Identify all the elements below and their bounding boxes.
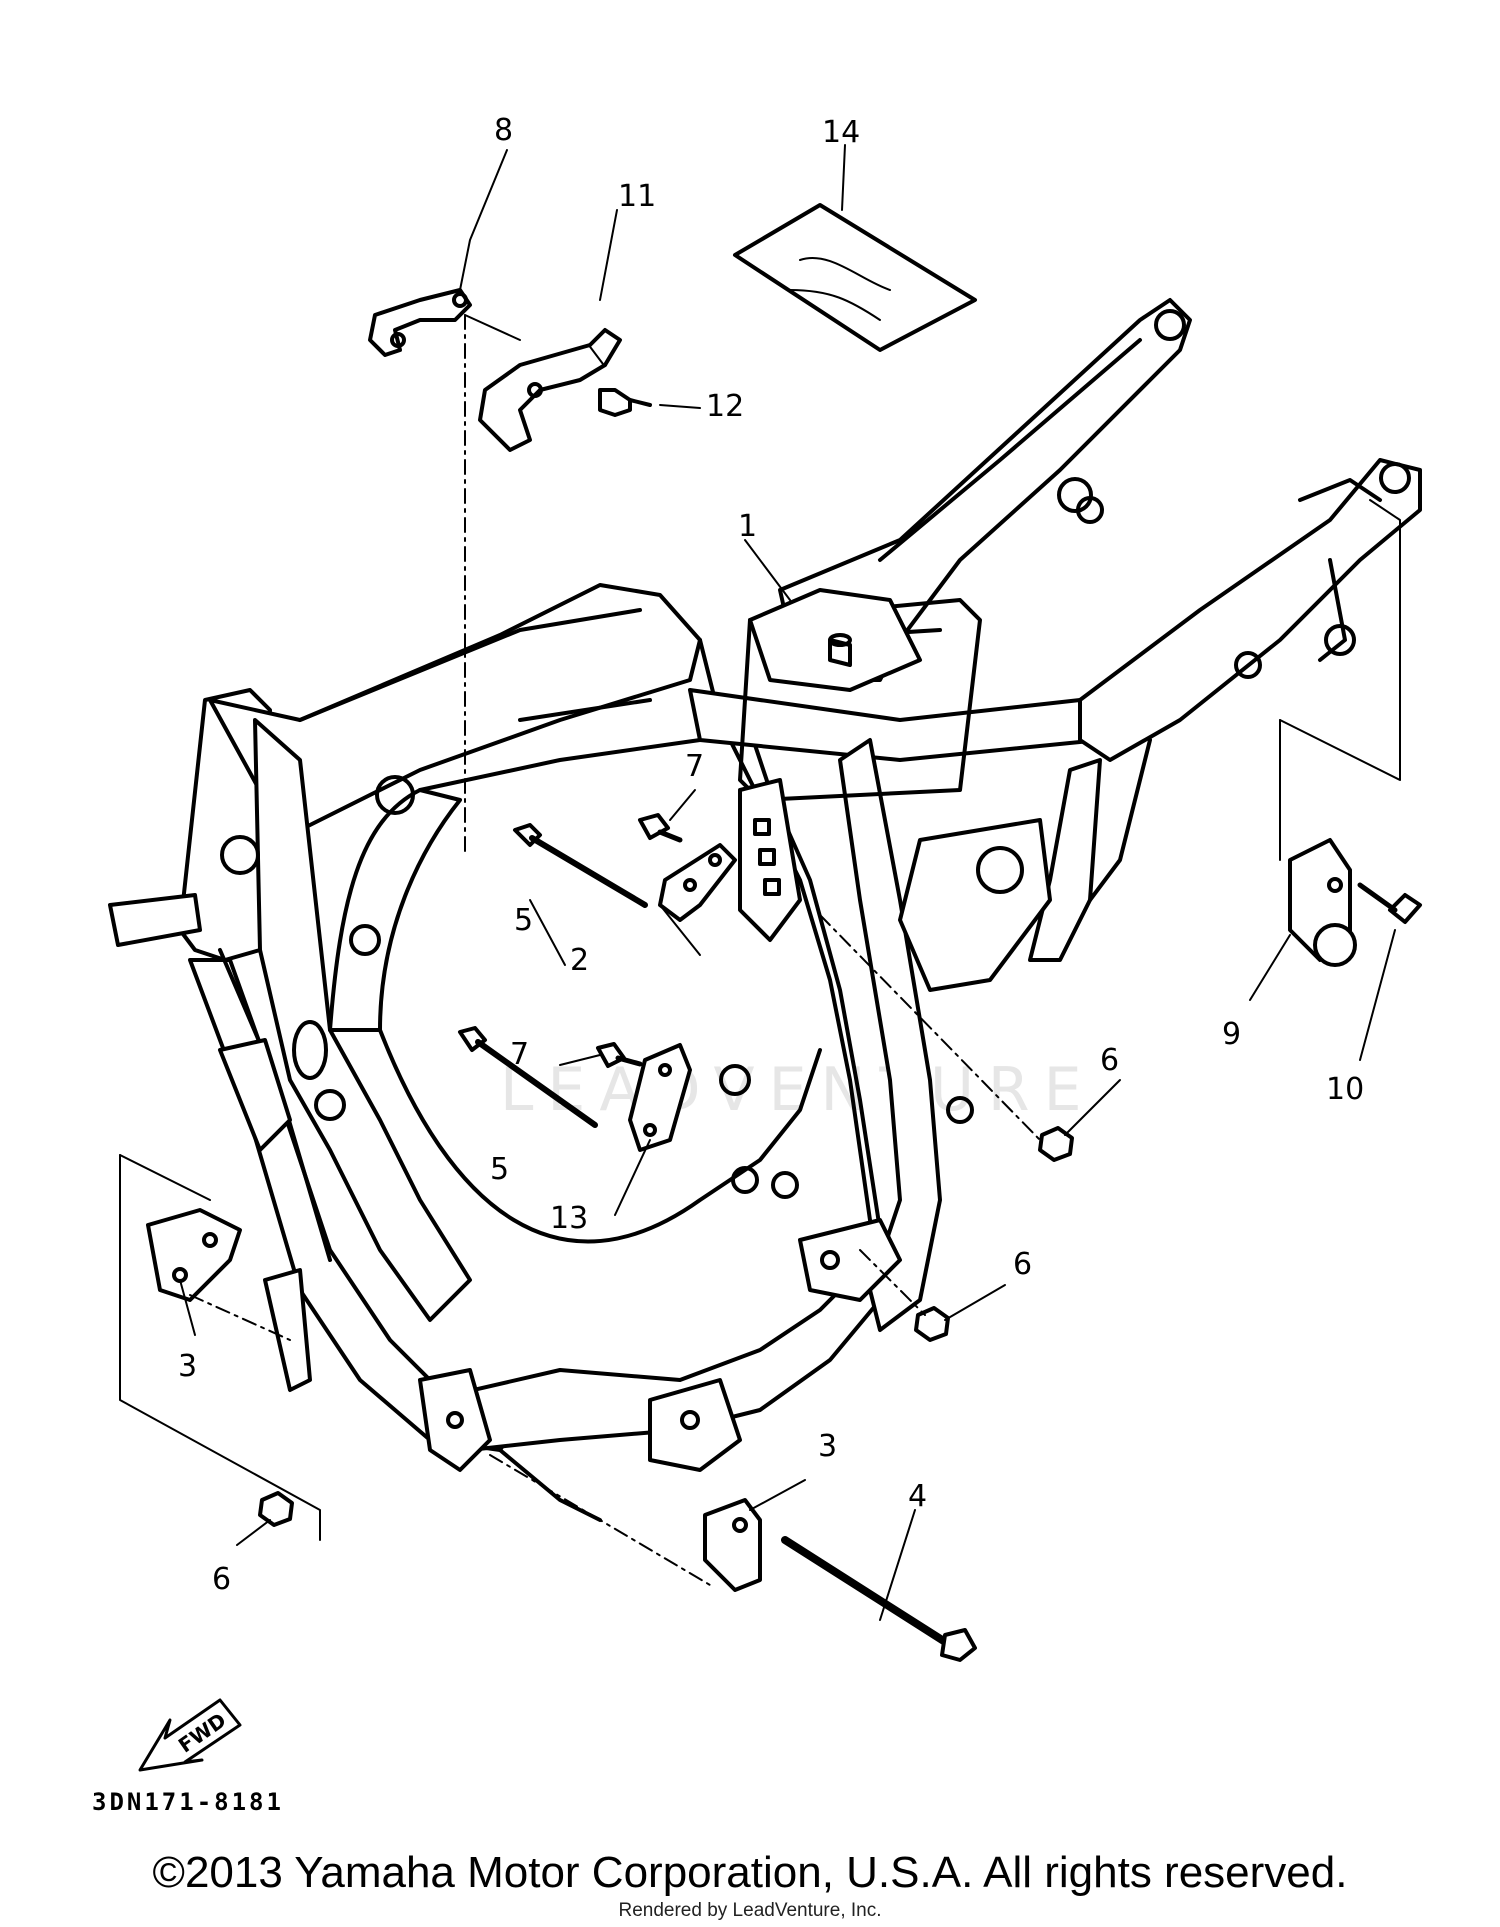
plate-13[interactable] [628, 1043, 692, 1152]
part-label-9: 9 [1222, 1017, 1242, 1052]
part-label-5a: 5 [514, 903, 534, 938]
fwd-arrow-icon: FWD [138, 1698, 242, 1772]
watermark: LEADVENTURE [500, 1055, 1096, 1125]
part-label-1: 1 [738, 509, 758, 544]
bracket-3-left[interactable] [146, 1208, 242, 1302]
leader-lines [119, 144, 1401, 1621]
main-frame[interactable] [108, 298, 1422, 1522]
part-label-3a: 3 [178, 1349, 198, 1384]
bracket-8[interactable] [368, 288, 472, 357]
part-label-10: 10 [1326, 1072, 1365, 1107]
part-label-11: 11 [618, 179, 657, 214]
diagram-code: 3DN171-8181 [92, 1788, 284, 1816]
bolt-10[interactable] [1357, 882, 1422, 924]
pad-14[interactable] [733, 203, 977, 352]
rendered-by-notice: Rendered by LeadVenture, Inc. [618, 1900, 882, 1921]
part-label-7b: 7 [510, 1037, 530, 1072]
part-label-6a: 6 [1100, 1043, 1120, 1078]
part-label-7a: 7 [685, 749, 705, 784]
bolt-7-upper[interactable] [638, 813, 683, 843]
bolt-7-lower[interactable] [596, 1042, 643, 1068]
plate-2[interactable] [658, 843, 737, 922]
part-label-8: 8 [494, 113, 514, 148]
part-label-2: 2 [570, 943, 590, 978]
part-label-5b: 5 [490, 1152, 510, 1187]
nut-6-left[interactable] [258, 1491, 294, 1527]
bracket-9[interactable] [1288, 838, 1357, 967]
bolt-5-upper[interactable] [513, 823, 648, 908]
part-label-3b: 3 [818, 1429, 838, 1464]
part-label-6c: 6 [212, 1562, 232, 1597]
part-label-14: 14 [822, 115, 861, 150]
part-label-12: 12 [706, 389, 745, 424]
copyright-notice: ©2013 Yamaha Motor Corporation, U.S.A. A… [152, 1848, 1348, 1897]
part-label-13: 13 [550, 1201, 589, 1236]
nut-6-right-lower[interactable] [914, 1306, 950, 1342]
bracket-11[interactable] [478, 328, 622, 452]
bolt-12[interactable] [598, 388, 652, 417]
part-label-6b: 6 [1013, 1247, 1033, 1282]
bracket-3-right[interactable] [703, 1498, 762, 1592]
bolt-5-lower[interactable] [458, 1026, 598, 1128]
nut-6-right-upper[interactable] [1038, 1126, 1074, 1162]
part-label-4: 4 [908, 1479, 928, 1514]
bolt-4[interactable] [781, 1536, 977, 1662]
